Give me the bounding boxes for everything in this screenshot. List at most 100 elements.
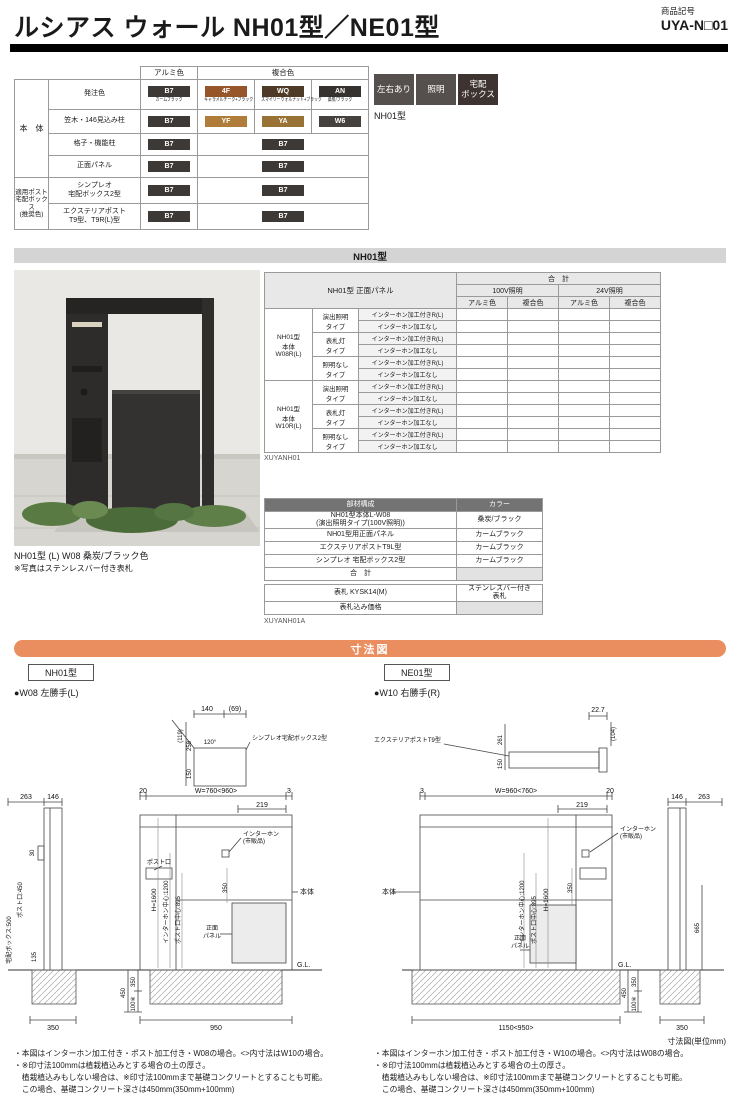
color-cell: YA: [254, 109, 312, 134]
part-name: エクステリアポストT9L型: [264, 541, 457, 556]
price-cell: [609, 380, 661, 393]
part-name: シンプレオ 宅配ボックス2型: [264, 554, 457, 569]
svg-text:(69): (69): [229, 706, 241, 713]
price-cell: [558, 416, 610, 429]
title-rule: [10, 44, 728, 52]
price-cell: [456, 308, 508, 321]
svg-text:100※: 100※: [632, 996, 638, 1011]
color-cell: YF: [197, 109, 255, 134]
svg-text:350: 350: [131, 976, 137, 987]
svg-text:120°: 120°: [204, 740, 217, 746]
left-model-label: NH01型: [28, 664, 95, 681]
nameplate-price-cell: [456, 601, 543, 616]
footnote-line: 植栽植込みもしない場合は、※印寸法100mmまで基礎コンクリートとすることも可能…: [374, 1073, 687, 1083]
svg-text:シンプレオ宅配ボックス2型: シンプレオ宅配ボックス2型: [252, 734, 327, 742]
footnotes-left: ・本図はインターホン加工付き・ポスト加工付き・W08の場合。<>内寸法はW10の…: [14, 1048, 370, 1096]
type-label: 照明なし タイプ: [312, 356, 359, 381]
svg-text:パネル: パネル: [203, 933, 221, 940]
price-cell: [507, 356, 559, 369]
svg-text:G.L.: G.L.: [297, 962, 310, 969]
svg-text:350: 350: [568, 882, 574, 893]
option-label: インターホン加工付きR(L): [358, 380, 457, 393]
part-color: カームブラック: [456, 554, 543, 569]
option-label: インターホン加工付きR(L): [358, 332, 457, 345]
svg-text:(市販品): (市販品): [620, 832, 642, 840]
nameplate-price-label: 表札込み価格: [264, 601, 457, 616]
row-label: エクステリアポスト T9型、T9R(L)型: [48, 203, 141, 230]
option-label: インターホン加工なし: [358, 416, 457, 429]
price-cell: [609, 344, 661, 357]
option-label: インターホン加工付きR(L): [358, 308, 457, 321]
price-cell: [456, 416, 508, 429]
price-cell: [609, 356, 661, 369]
svg-text:22.7: 22.7: [591, 707, 605, 714]
color-cell: B7: [196, 155, 370, 178]
color-code-badge: B7: [148, 161, 190, 172]
svg-text:パネル: パネル: [511, 943, 529, 950]
svg-text:263: 263: [698, 794, 710, 801]
svg-text:950: 950: [210, 1025, 222, 1032]
row-label: 格子・機能柱: [48, 133, 141, 156]
part-name: 表札 KYSK14(M): [264, 584, 457, 603]
right-hand-label: ●W10 右勝手(R): [374, 688, 440, 698]
price-cell: [507, 344, 559, 357]
price-cell: [558, 344, 610, 357]
option-label: インターホン加工なし: [358, 392, 457, 405]
part-color: カームブラック: [456, 541, 543, 556]
svg-text:宅配ボックス:500: 宅配ボックス:500: [5, 916, 13, 964]
color-code-badge: B7: [262, 185, 304, 196]
header-alumi: アルミ色: [456, 296, 508, 309]
color-name: カームブラック: [155, 96, 183, 103]
product-photo: [14, 270, 260, 546]
feature-badge-both-hands: 左右あり: [374, 74, 414, 105]
photo-caption: NH01型 (L) W08 桑炭/ブラック色 ※写真はステンレスバー付き表札: [14, 550, 149, 575]
part-name: NH01型用正面パネル: [264, 528, 457, 543]
price-cell: [507, 380, 559, 393]
option-label: インターホン加工なし: [358, 320, 457, 333]
color-code-badge: B7: [148, 139, 190, 150]
header-fukugo: 複合色: [609, 296, 661, 309]
total-row-label: 合 計: [264, 567, 457, 582]
price-cell: [507, 416, 559, 429]
footnote-line: ・※印寸法100mmは植栽植込みとする場合の土の厚さ。: [374, 1061, 571, 1071]
svg-text:30: 30: [30, 849, 36, 856]
row-label: シンプレオ 宅配ボックス2型: [48, 177, 141, 204]
parts-table: 部材構成 カラー NH01型本体L-W08 (演出照明タイプ(100V照明)) …: [264, 498, 543, 582]
dimension-section-bar: 寸法図: [14, 640, 726, 657]
price-cell: [507, 428, 559, 441]
nameplate-table: 表札 KYSK14(M) ステンレスバー付き 表札 表札込み価格: [264, 584, 543, 616]
price-cell: [456, 320, 508, 333]
price-cell: [558, 380, 610, 393]
header-24v: 24V照明: [558, 284, 661, 297]
price-cell: [558, 320, 610, 333]
left-hand-label: ●W08 左勝手(L): [14, 688, 79, 698]
price-cell: [456, 344, 508, 357]
option-label: インターホン加工付きR(L): [358, 356, 457, 369]
color-cell: B7: [140, 109, 198, 134]
footnote-line: ・※印寸法100mmは植栽植込みとする場合の土の厚さ。: [14, 1061, 211, 1071]
price-cell: [609, 440, 661, 453]
group-post: 適用ポスト 宅配ボックス (推奨色): [14, 177, 49, 230]
color-code-badge: B7: [148, 85, 190, 97]
color-code-badge: B7: [262, 211, 304, 222]
svg-text:219: 219: [256, 802, 268, 809]
type-label: 演出照明 タイプ: [312, 308, 359, 333]
option-label: インターホン加工付きR(L): [358, 428, 457, 441]
footnote-line: ・本図はインターホン加工付き・ポスト加工付き・W10の場合。<>内寸法はW08の…: [374, 1049, 689, 1058]
price-cell: [609, 428, 661, 441]
color-cell: B7: [196, 133, 370, 156]
right-model-label: NE01型: [384, 664, 450, 681]
option-label: インターホン加工なし: [358, 344, 457, 357]
svg-text:258: 258: [187, 740, 193, 751]
spec-title-cell: NH01型 正面パネル: [264, 272, 457, 309]
svg-text:219: 219: [576, 802, 588, 809]
feature-badges: 左右あり 照明 宅配 ボックス: [374, 74, 498, 105]
color-code-badge: AN: [319, 85, 361, 97]
price-cell: [609, 416, 661, 429]
